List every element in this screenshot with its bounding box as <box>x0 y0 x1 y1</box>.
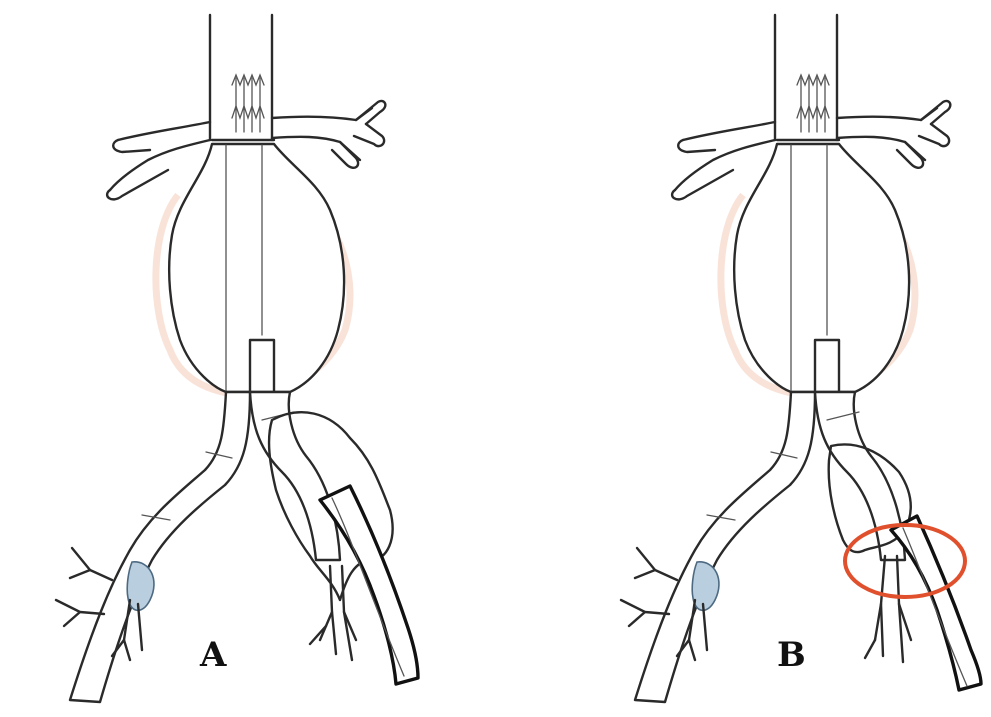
panel-a-diagram: A <box>56 15 418 702</box>
panel-b-diagram: B <box>621 15 981 702</box>
panel-a-label: A <box>199 635 227 675</box>
panel-b-label: B <box>777 635 806 675</box>
panel-a-right-limb <box>250 392 418 684</box>
